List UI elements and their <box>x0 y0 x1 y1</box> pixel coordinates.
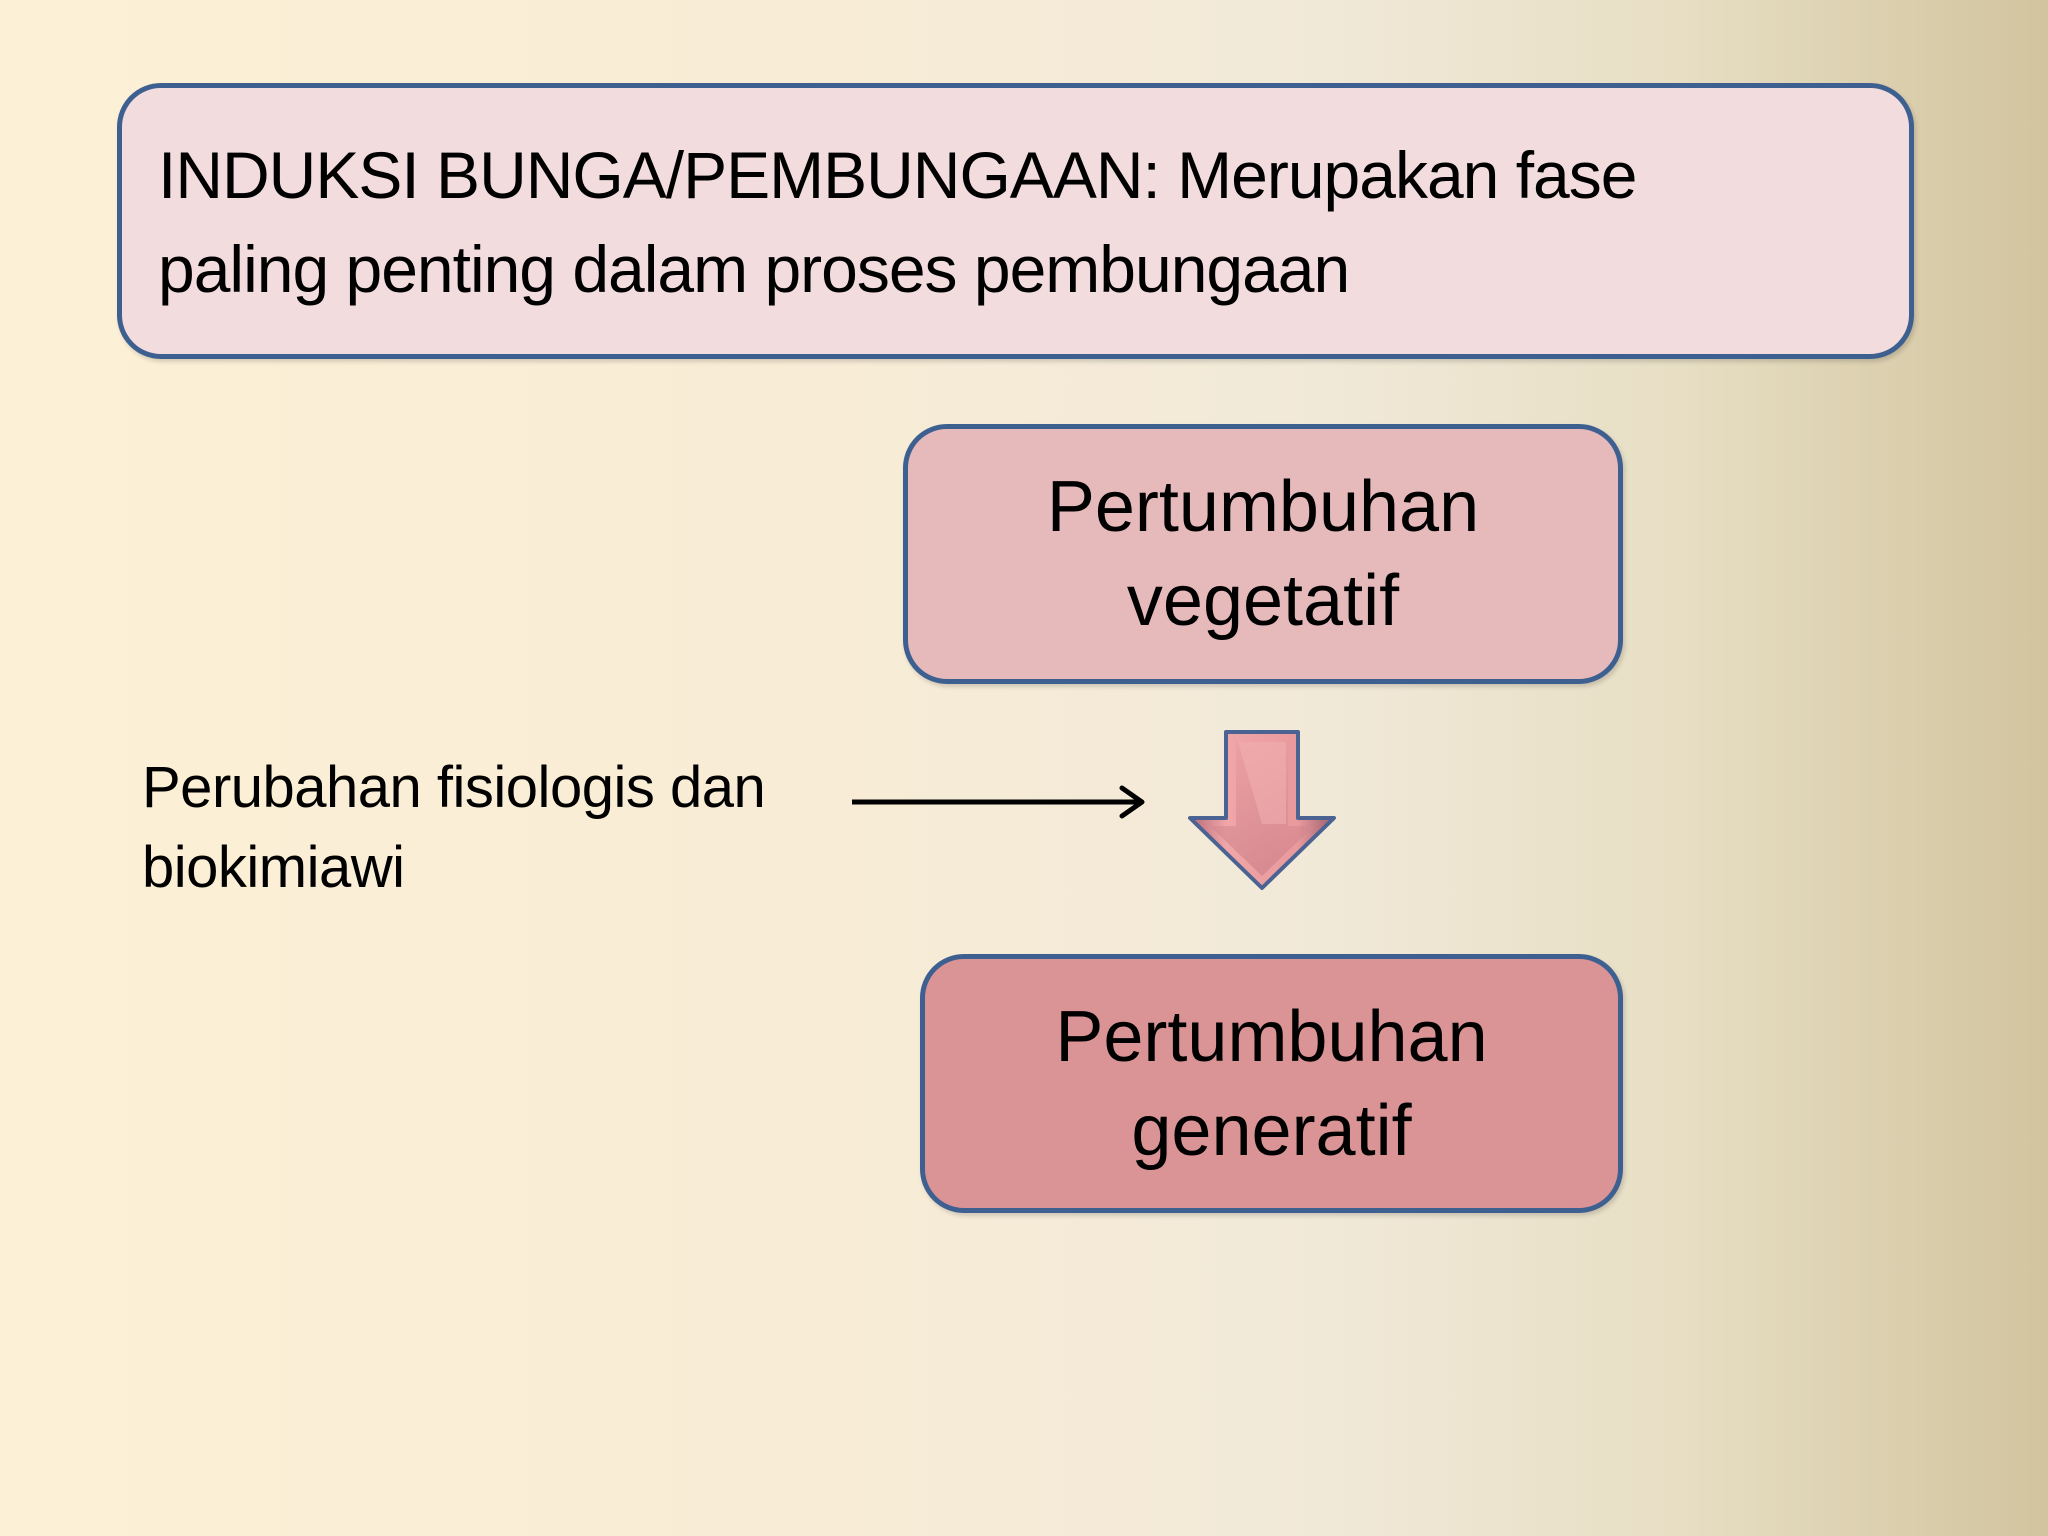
transition-label-line-1: Perubahan fisiologis dan <box>142 755 766 820</box>
node-vegetative-line-2: vegetatif <box>1126 561 1400 641</box>
definition-box: INDUKSI BUNGA/PEMBUNGAAN: Merupakan fase… <box>117 83 1914 359</box>
node-vegetative-line-1: Pertumbuhan <box>1046 467 1480 547</box>
node-generative-growth: Pertumbuhan generatif <box>920 954 1623 1213</box>
definition-text: INDUKSI BUNGA/PEMBUNGAAN: Merupakan fase… <box>158 128 1879 316</box>
transition-label-line-2: biokimiawi <box>142 835 405 900</box>
down-arrow-icon <box>1188 730 1336 890</box>
node-generative-line-2: generatif <box>1131 1090 1412 1171</box>
node-generative-line-1: Pertumbuhan <box>1055 996 1488 1077</box>
definition-line-2: paling penting dalam proses pembungaan <box>158 232 1350 306</box>
transition-label: Perubahan fisiologis dan biokimiawi <box>142 748 842 908</box>
node-vegetative-growth: Pertumbuhan vegetatif <box>903 424 1623 684</box>
definition-line-1: INDUKSI BUNGA/PEMBUNGAAN: Merupakan fase <box>158 138 1637 212</box>
right-arrow-icon <box>852 785 1145 819</box>
